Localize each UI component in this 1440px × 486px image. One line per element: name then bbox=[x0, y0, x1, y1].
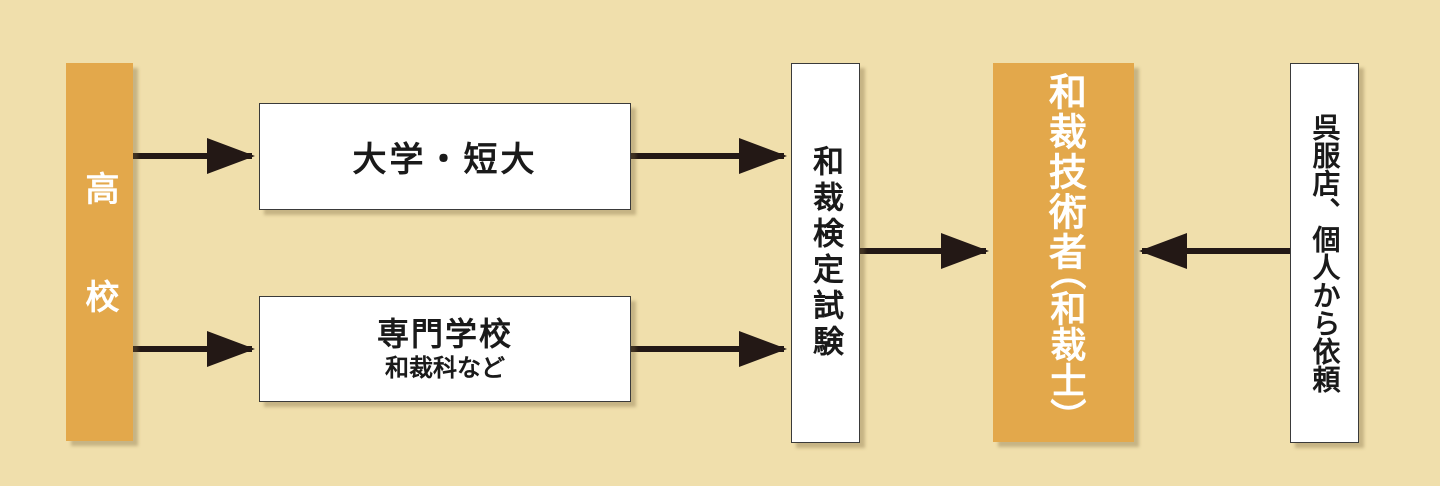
technician-subtitle: （和裁士） bbox=[1044, 253, 1086, 434]
university-node: 大学・短大 bbox=[259, 103, 631, 210]
vocational-node: 専門学校 和裁科など bbox=[259, 296, 631, 402]
exam-label: 和裁検定試験 bbox=[807, 145, 843, 361]
kimono-shop-label: 呉服店、個人から依頼 bbox=[1308, 113, 1342, 393]
kimono-shop-node: 呉服店、個人から依頼 bbox=[1290, 63, 1359, 443]
university-label: 大学・短大 bbox=[352, 140, 538, 180]
technician-title: 和裁技術者 bbox=[1042, 71, 1087, 272]
high-school-node: 高 校 bbox=[66, 63, 133, 441]
vocational-subtitle: 和裁科など bbox=[384, 353, 505, 382]
technician-node: 和裁技術者（和裁士） bbox=[993, 63, 1134, 442]
technician-text: 和裁技術者（和裁士） bbox=[1042, 71, 1087, 434]
vocational-title: 専門学校 bbox=[376, 315, 513, 354]
exam-node: 和裁検定試験 bbox=[791, 63, 860, 443]
high-school-label: 高 校 bbox=[79, 171, 119, 333]
